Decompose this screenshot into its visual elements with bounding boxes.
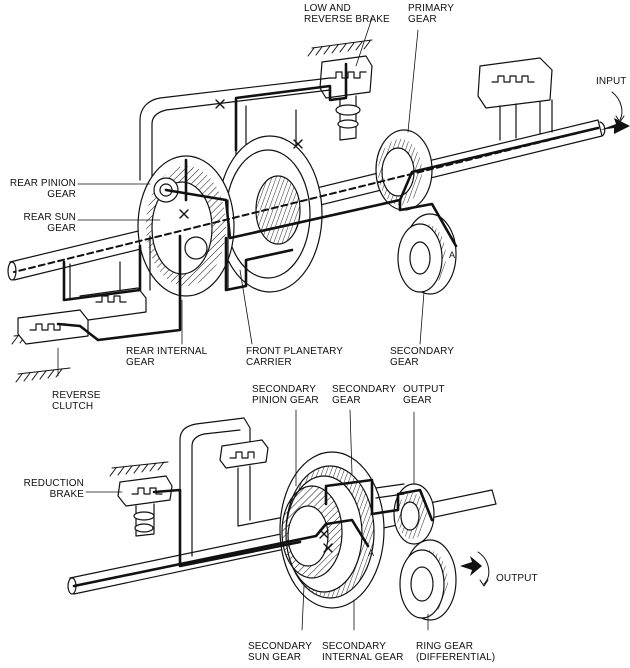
label-rear-pinion-gear: REAR PINION GEAR	[9, 178, 76, 200]
label-low-reverse-brake: LOW AND REVERSE BRAKE	[304, 3, 390, 25]
label-output-gear: OUTPUT GEAR	[403, 384, 445, 406]
label-secondary-gear-top: SECONDARY GEAR	[390, 346, 455, 368]
output-arrow	[460, 551, 490, 587]
top-power-flow-path	[56, 62, 600, 342]
top-assembly	[7, 39, 630, 383]
marker-a-top: A	[449, 250, 455, 260]
reduction-brake-hatching	[109, 461, 169, 477]
bottom-x-marks	[319, 529, 333, 553]
bottom-assembly	[67, 417, 497, 621]
label-secondary-gear-bottom: SECONDARY GEAR	[332, 384, 397, 406]
top-x-marks	[179, 99, 303, 219]
label-secondary-internal-gear: SECONDARY INTERNAL GEAR	[322, 641, 404, 663]
top-dashed-path	[13, 127, 599, 273]
label-reverse-clutch: REVERSE CLUTCH	[52, 390, 101, 412]
front-planetary-drum	[217, 135, 323, 293]
primary-gear	[375, 129, 433, 211]
reverse-clutch	[17, 261, 147, 345]
secondary-gear-cluster	[279, 451, 385, 609]
ring-gear	[399, 539, 457, 621]
label-output: OUTPUT	[496, 573, 538, 584]
secondary-gear-top	[397, 213, 457, 295]
label-secondary-sun-gear: SECONDARY SUN GEAR	[248, 641, 313, 663]
output-gear	[375, 483, 435, 545]
label-front-planetary-carrier: FRONT PLANETARY CARRIER	[246, 346, 344, 368]
label-rear-internal-gear: REAR INTERNAL GEAR	[126, 346, 208, 368]
label-ring-gear: RING GEAR (DIFFERENTIAL)	[416, 641, 496, 663]
marker-a-bottom: A	[368, 548, 374, 558]
label-secondary-pinion-gear: SECONDARY PINION GEAR	[252, 384, 319, 406]
bottom-power-flow-path	[72, 478, 434, 588]
label-primary-gear: PRIMARY GEAR	[408, 3, 455, 25]
secondary-support-bracket	[179, 417, 301, 557]
input-arrow	[600, 91, 630, 134]
input-support	[477, 57, 553, 141]
leader-lines	[57, 17, 429, 631]
label-input: INPUT	[596, 76, 627, 87]
a-markers: A A	[368, 250, 455, 558]
label-rear-sun-gear: REAR SUN GEAR	[23, 212, 76, 234]
label-reduction-brake: REDUCTION BRAKE	[23, 478, 84, 500]
reduction-brake	[117, 475, 173, 537]
